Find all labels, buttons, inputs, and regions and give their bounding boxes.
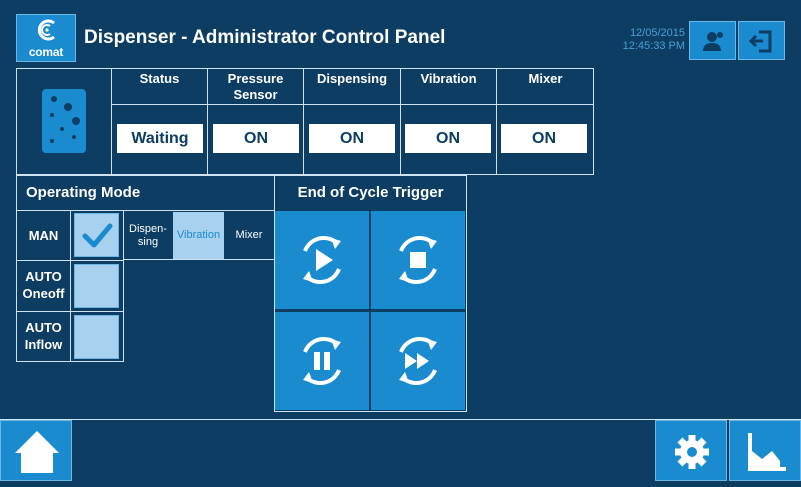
dispensing-toggle[interactable]: ON — [309, 124, 395, 153]
divider — [303, 68, 304, 175]
mode-label-auto-oneoff: AUTO Oneoff — [22, 269, 65, 301]
home-button[interactable] — [0, 420, 72, 481]
end-of-cycle-title: End of Cycle Trigger — [297, 184, 444, 201]
trigger-cycle-pause-button[interactable] — [275, 312, 369, 410]
mixer-toggle[interactable]: ON — [501, 124, 587, 153]
operating-mode-title: Operating Mode — [26, 184, 141, 201]
column-header-vibration: Vibration — [420, 71, 477, 86]
chart-icon — [748, 433, 786, 471]
vibration-toggle[interactable]: ON — [405, 124, 491, 153]
mode-checkbox-man[interactable] — [74, 213, 119, 257]
man-option-dispensing[interactable]: Dispen-sing — [129, 223, 167, 248]
column-header-pressure-sensor: Pressure Sensor — [227, 71, 284, 102]
man-option-mixer[interactable]: Mixer — [235, 229, 263, 241]
column-header-mixer: Mixer — [528, 71, 563, 86]
user-settings-button[interactable] — [689, 21, 736, 60]
time-text: 12:45:33 PM — [622, 40, 685, 52]
brand-name: comat — [28, 45, 64, 59]
divider — [400, 68, 401, 175]
mode-checkbox-auto-inflow[interactable] — [74, 315, 119, 359]
page-title: Dispenser - Administrator Control Panel — [84, 27, 446, 48]
pressure-sensor-toggle[interactable]: ON — [213, 124, 299, 153]
divider — [496, 68, 497, 175]
trigger-cycle-stop-button[interactable] — [371, 211, 465, 309]
comat-logo: comat — [16, 14, 76, 62]
date-text: 12/05/2015 — [629, 27, 685, 39]
user-settings-icon — [703, 32, 723, 51]
column-header-dispensing: Dispensing — [316, 71, 388, 86]
chart-button[interactable] — [729, 420, 801, 481]
datetime: 12/05/2015 12:45:33 PM — [600, 27, 685, 53]
mode-checkbox-auto-oneoff[interactable] — [74, 264, 119, 308]
trigger-cycle-fast-forward-button[interactable] — [371, 312, 465, 410]
cycle-stop-icon — [399, 235, 437, 285]
gear-icon — [675, 435, 709, 469]
checkmark-icon — [82, 223, 113, 248]
status-panel — [16, 68, 594, 175]
cycle-fast-forward-icon — [399, 336, 437, 386]
divider — [70, 210, 71, 362]
settings-button[interactable] — [655, 420, 727, 481]
mode-label-auto-inflow: AUTO Inflow — [24, 320, 63, 352]
divider — [111, 104, 594, 105]
end-of-cycle-panel — [274, 175, 467, 412]
column-header-status: Status — [139, 71, 180, 86]
trigger-cycle-play-button[interactable] — [275, 211, 369, 309]
dispenser-tank-icon — [42, 89, 86, 153]
status-value-button[interactable]: Waiting — [117, 124, 203, 153]
comat-logo-icon — [37, 19, 55, 41]
mode-label-man: MAN — [28, 228, 59, 243]
cycle-play-icon — [303, 235, 341, 285]
divider — [111, 68, 112, 175]
divider — [207, 68, 208, 175]
logout-icon — [748, 30, 772, 53]
cycle-pause-icon — [303, 336, 341, 386]
man-option-vibration[interactable]: Vibration — [173, 212, 224, 259]
home-icon — [15, 431, 59, 473]
logout-button[interactable] — [738, 21, 785, 60]
